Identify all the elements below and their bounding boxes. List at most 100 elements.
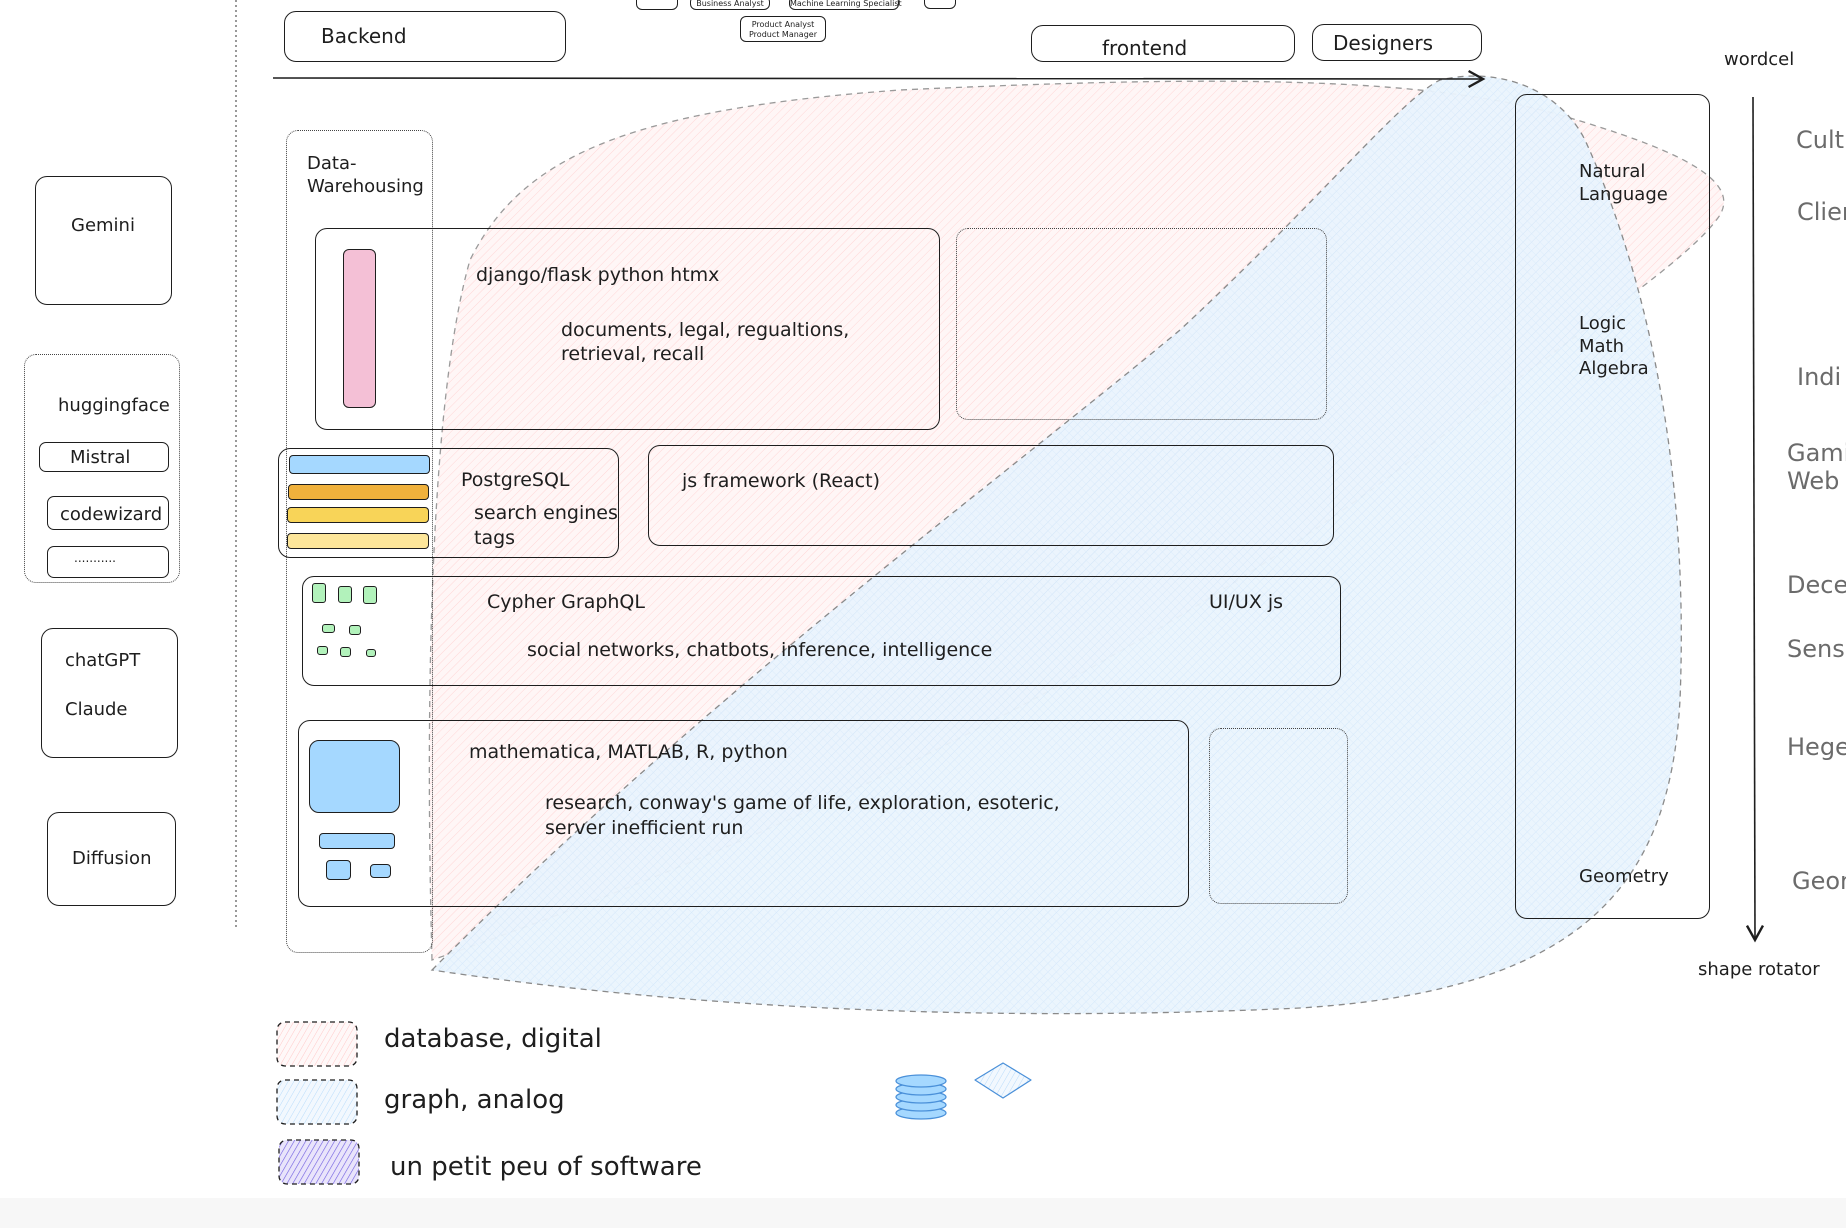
spectrum-box: Natural Language Logic Math Algebra Geom… bbox=[1515, 94, 1710, 919]
legend-swatch-graph bbox=[276, 1079, 358, 1125]
designers-label: Designers bbox=[1333, 31, 1433, 55]
role-box-cut-right bbox=[924, 0, 956, 9]
label-line: Math bbox=[1579, 335, 1625, 357]
math-empty-slot bbox=[1209, 728, 1348, 904]
right-label: Dece bbox=[1787, 571, 1846, 599]
right-label: Sens bbox=[1787, 635, 1845, 663]
data-warehousing-group: Data- Warehousing bbox=[286, 130, 433, 953]
natural-language-label: Natural Language bbox=[1579, 161, 1668, 206]
graph-node bbox=[349, 625, 361, 635]
backend-box[interactable]: Backend bbox=[284, 11, 566, 62]
blue-block-small bbox=[326, 860, 351, 880]
graph-node bbox=[340, 647, 351, 657]
horizontal-axis-arrow bbox=[272, 69, 1486, 89]
diffusion-box[interactable]: Diffusion bbox=[47, 812, 176, 906]
blue-block-small bbox=[370, 864, 391, 878]
huggingface-label: huggingface bbox=[58, 395, 170, 416]
more-models-label: ........... bbox=[74, 551, 116, 565]
designers-box[interactable]: Designers bbox=[1312, 24, 1482, 61]
canvas-footer bbox=[0, 1198, 1846, 1228]
math-desc-line2: server inefficient run bbox=[545, 817, 744, 839]
role-business-analyst: Business Analyst bbox=[690, 0, 770, 10]
codewizard-box[interactable]: codewizard bbox=[47, 496, 169, 530]
data-warehousing-label: Data- Warehousing bbox=[307, 153, 424, 197]
axis-top-label: wordcel bbox=[1724, 49, 1795, 70]
frontend-label: frontend bbox=[1102, 36, 1188, 60]
chatgpt-label: chatGPT bbox=[65, 650, 141, 671]
axis-bottom-label: shape rotator bbox=[1698, 959, 1820, 980]
legend-swatch-database bbox=[276, 1021, 358, 1067]
graph-node bbox=[366, 649, 376, 657]
pink-bar bbox=[343, 249, 376, 408]
postgres-bar-yellow bbox=[287, 507, 429, 523]
graph-node bbox=[317, 646, 328, 655]
role-label: Business Analyst bbox=[696, 0, 764, 8]
postgres-bar-light-yellow bbox=[287, 533, 429, 549]
cypher-desc: social networks, chatbots, inference, in… bbox=[527, 639, 993, 661]
math-title: mathematica, MATLAB, R, python bbox=[469, 741, 788, 763]
role-product: Product Analyst Product Manager bbox=[740, 16, 826, 42]
math-row[interactable]: mathematica, MATLAB, R, python research,… bbox=[298, 720, 1189, 907]
logic-label: Logic Math Algebra bbox=[1579, 313, 1649, 381]
right-label: Gami Web bbox=[1787, 439, 1846, 495]
vertical-axis-arrow bbox=[1745, 96, 1765, 943]
django-empty-slot bbox=[956, 228, 1327, 420]
legend-label-software: un petit peu of software bbox=[390, 1152, 702, 1182]
role-ml-specialist: Machine Learning Specialist bbox=[789, 0, 902, 10]
legend-swatch-software bbox=[278, 1139, 360, 1185]
label-line: Language bbox=[1579, 183, 1668, 205]
graph-node bbox=[363, 586, 377, 604]
mistral-label: Mistral bbox=[70, 447, 131, 468]
gemini-box[interactable]: Gemini bbox=[35, 176, 172, 305]
right-label: Cult bbox=[1796, 126, 1845, 154]
role-label: Product Manager bbox=[749, 30, 817, 39]
frontend-box[interactable]: frontend bbox=[1031, 25, 1295, 62]
blue-block-bar bbox=[319, 833, 395, 849]
label-line: Algebra bbox=[1579, 358, 1649, 379]
postgres-line1: search engines bbox=[474, 502, 618, 524]
blue-block-large bbox=[309, 740, 400, 813]
django-desc-line2: retrieval, recall bbox=[561, 343, 705, 365]
right-label: Hege bbox=[1787, 733, 1846, 761]
postgres-bar-orange bbox=[288, 484, 429, 500]
diffusion-label: Diffusion bbox=[72, 848, 152, 869]
role-label: Product Analyst bbox=[751, 20, 815, 29]
legend-label-database: database, digital bbox=[384, 1024, 602, 1054]
postgres-title: PostgreSQL bbox=[461, 469, 570, 491]
role-label: Machine Learning Specialist bbox=[790, 0, 902, 8]
label-line: Natural bbox=[1579, 161, 1646, 182]
js-framework-row[interactable]: js framework (React) bbox=[648, 445, 1334, 546]
more-models-box[interactable]: ........... bbox=[47, 546, 169, 578]
right-label: Indi bbox=[1797, 363, 1842, 391]
django-row[interactable]: django/flask python htmx documents, lega… bbox=[315, 228, 940, 430]
gemini-label: Gemini bbox=[71, 215, 135, 236]
database-stack-icon bbox=[895, 1074, 947, 1120]
mistral-box[interactable]: Mistral bbox=[39, 442, 169, 472]
postgres-bar-blue bbox=[289, 455, 430, 474]
graph-node bbox=[322, 624, 335, 633]
postgres-line2: tags bbox=[474, 527, 516, 549]
cypher-title: Cypher GraphQL bbox=[487, 591, 645, 613]
huggingface-group: huggingface bbox=[24, 354, 180, 583]
geometry-label: Geometry bbox=[1579, 866, 1669, 887]
codewizard-label: codewizard bbox=[60, 504, 163, 525]
backend-label: Backend bbox=[321, 24, 407, 48]
django-title: django/flask python htmx bbox=[476, 264, 720, 286]
django-desc-line1: documents, legal, regualtions, bbox=[561, 319, 850, 341]
js-framework-title: js framework (React) bbox=[682, 470, 880, 492]
legend-label-graph: graph, analog bbox=[384, 1085, 565, 1115]
uiux-label: UI/UX js bbox=[1209, 591, 1284, 613]
claude-label: Claude bbox=[65, 699, 128, 720]
label-line: Logic bbox=[1579, 313, 1627, 334]
role-box-cut-left bbox=[636, 0, 678, 10]
right-label: Clien bbox=[1797, 198, 1846, 226]
right-label: Geon bbox=[1792, 867, 1846, 895]
postgres-row[interactable]: PostgreSQL search engines tags bbox=[278, 448, 619, 558]
graph-node bbox=[312, 583, 326, 603]
graph-analog-region bbox=[430, 75, 1682, 1015]
math-desc-line1: research, conway's game of life, explora… bbox=[545, 792, 1060, 814]
diamond-icon bbox=[974, 1062, 1032, 1099]
chat-models-box[interactable]: chatGPT Claude bbox=[41, 628, 178, 758]
cypher-row[interactable]: Cypher GraphQL social networks, chatbots… bbox=[302, 576, 1341, 686]
